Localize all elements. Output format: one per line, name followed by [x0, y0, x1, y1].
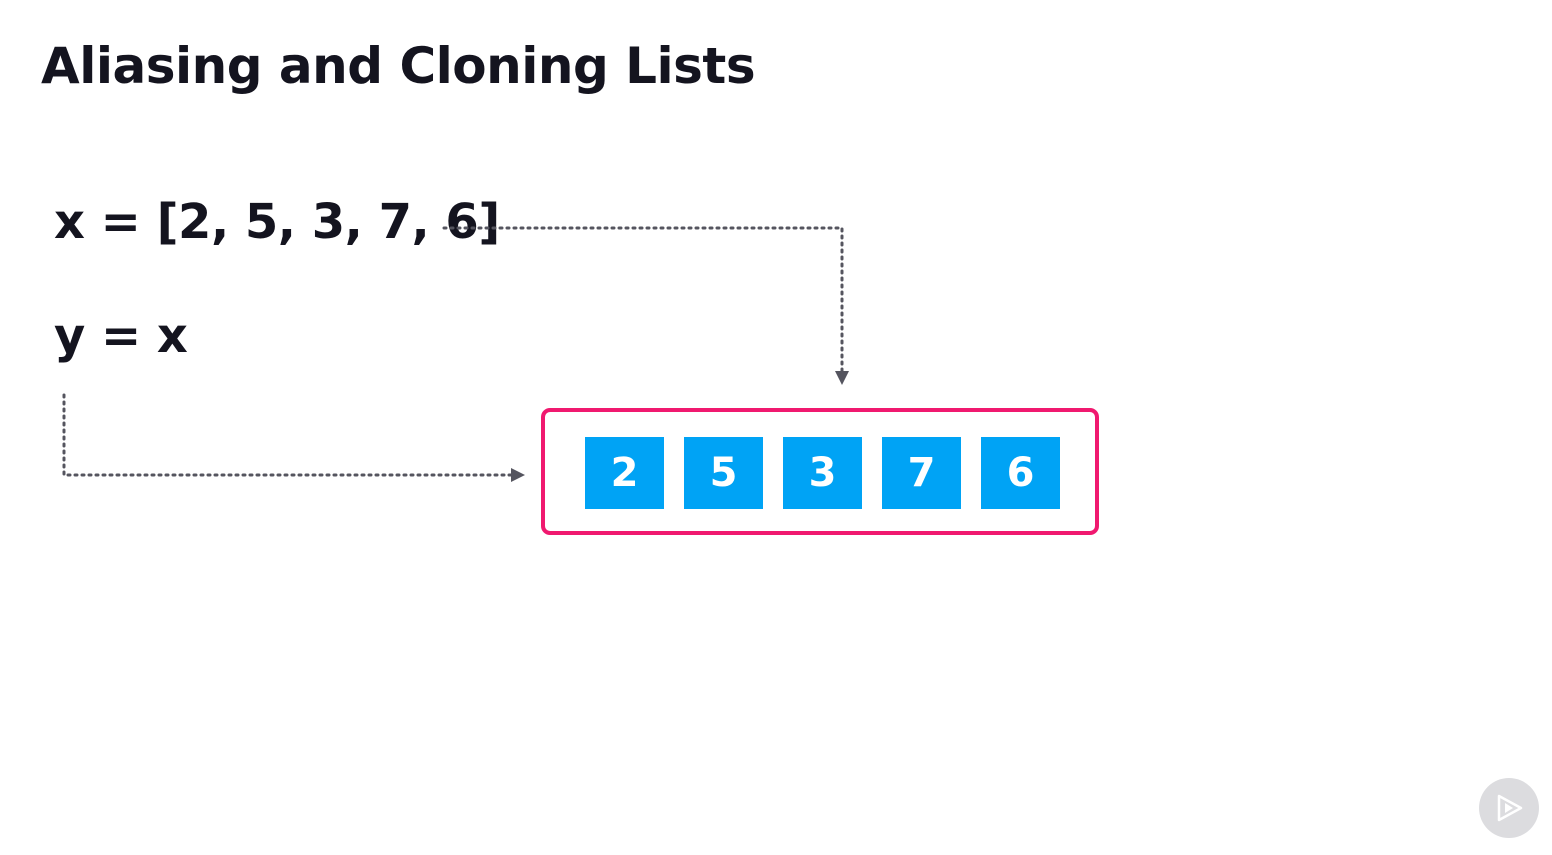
code-line-y: y = x [54, 308, 188, 364]
list-cell: 5 [684, 437, 763, 509]
list-object-box: 2 5 3 7 6 [541, 408, 1099, 535]
arrow-x-to-list [442, 226, 849, 385]
list-cell: 2 [585, 437, 664, 509]
code-line-x: x = [2, 5, 3, 7, 6] [54, 194, 500, 250]
arrowhead-right-icon [511, 468, 525, 482]
list-cell: 6 [981, 437, 1060, 509]
play-logo-icon [1479, 778, 1539, 838]
slide-title: Aliasing and Cloning Lists [41, 37, 756, 95]
list-cell: 7 [882, 437, 961, 509]
arrowhead-down-icon [835, 371, 849, 385]
arrow-y-to-list [62, 393, 525, 482]
list-cell: 3 [783, 437, 862, 509]
